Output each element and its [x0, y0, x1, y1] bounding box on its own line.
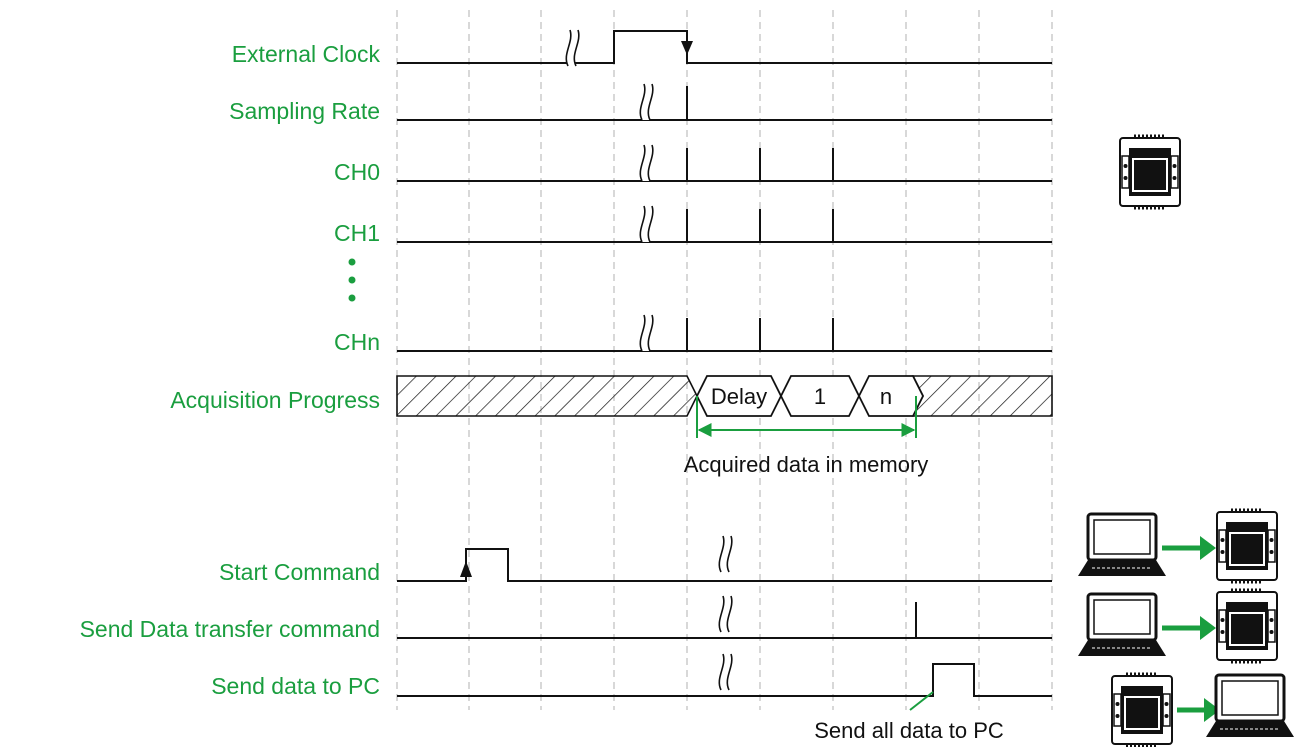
- green-arrow-icon: [1200, 616, 1216, 640]
- data-acquisition-module-icon: [1215, 508, 1279, 584]
- send-all-data-label: Send all data to PC: [814, 718, 1004, 743]
- label-send-data-to-pc: Send data to PC: [211, 673, 380, 699]
- label-ch0: CH0: [334, 159, 380, 185]
- data-acquisition-module-icon: [1215, 588, 1279, 664]
- label-send-data-transfer-command: Send Data transfer command: [80, 616, 380, 642]
- send-data-transfer-waveform: [397, 595, 1052, 639]
- label-external-clock: External Clock: [232, 41, 381, 67]
- label-acquisition-progress: Acquisition Progress: [170, 387, 380, 413]
- segment-n: [857, 375, 925, 417]
- ch1-waveform: [397, 205, 1052, 243]
- acquisition-progress-bus: Delay 1 n: [396, 375, 1053, 417]
- chn-waveform: [397, 314, 1052, 352]
- acquired-data-label: Acquired data in memory: [684, 452, 929, 477]
- ch0-waveform: [397, 144, 1052, 182]
- acquired-data-span: Acquired data in memory: [684, 396, 929, 477]
- segment-delay-label: Delay: [711, 384, 767, 409]
- laptop-icon: [1204, 673, 1294, 739]
- module-icon-top: [1118, 134, 1182, 210]
- sampling-rate-waveform: [397, 83, 1052, 121]
- icon-row-start-command: [1076, 508, 1279, 584]
- segment-n-label: n: [880, 384, 892, 409]
- label-start-command: Start Command: [219, 559, 380, 585]
- icon-row-send-to-pc: [1110, 672, 1294, 747]
- start-command-waveform: [397, 535, 1052, 582]
- data-acquisition-module-icon: [1110, 672, 1174, 747]
- falling-edge-arrow-icon: [681, 41, 693, 55]
- laptop-icon: [1076, 592, 1168, 658]
- channel-ellipsis: [348, 258, 356, 302]
- rising-edge-arrow-icon: [460, 561, 472, 577]
- external-clock-waveform: [397, 29, 1052, 67]
- icon-row-send-transfer: [1076, 588, 1279, 664]
- label-sampling-rate: Sampling Rate: [229, 98, 380, 124]
- label-chn: CHn: [334, 329, 380, 355]
- label-ch1: CH1: [334, 220, 380, 246]
- segment-1-label: 1: [814, 384, 826, 409]
- green-arrow-icon: [1200, 536, 1216, 560]
- green-arrow-icon: [1204, 698, 1220, 722]
- laptop-icon: [1076, 512, 1168, 578]
- grid-lines: [396, 10, 1053, 710]
- send-data-to-pc-waveform: Send all data to PC: [397, 653, 1052, 743]
